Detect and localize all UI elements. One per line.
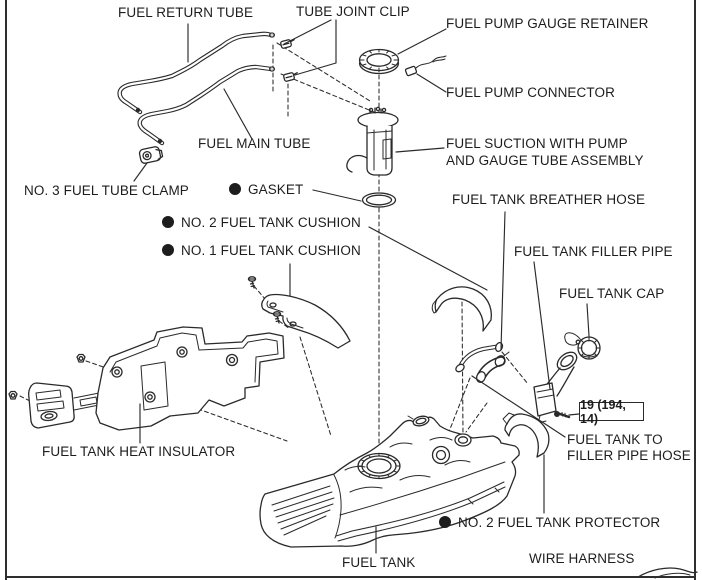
label-fuel-tank-to-filler-pipe-hose: FUEL TANK TO FILLER PIPE HOSE: [567, 432, 691, 463]
page-border-bottom: [5, 576, 696, 578]
label-no2-fuel-tank-protector: NO. 2 FUEL TANK PROTECTOR: [439, 515, 660, 532]
leader-lines: [133, 19, 590, 554]
fuel-pump-connector-drawing: [404, 55, 447, 77]
fuel-tank-filler-pipe-drawing: [533, 351, 578, 424]
fuel-tank-to-filler-pipe-hose-drawing: [475, 351, 510, 383]
label-fuel-tank-filler-pipe: FUEL TANK FILLER PIPE: [514, 244, 673, 259]
fuel-pump-assembly-drawing: [346, 106, 399, 176]
page-border-right: [694, 0, 696, 580]
label-fuel-main-tube: FUEL MAIN TUBE: [198, 136, 311, 151]
no2-fuel-tank-cushion-drawing: [431, 286, 492, 332]
bullet-marker-icon: [439, 516, 451, 528]
bullet-marker-icon: [162, 216, 174, 228]
label-fuel-pump-gauge-retainer: FUEL PUMP GAUGE RETAINER: [446, 16, 649, 31]
label-wire-harness: WIRE HARNESS: [529, 551, 635, 566]
page-border-left: [5, 0, 7, 580]
nut-icon: [76, 353, 86, 363]
label-fuel-tank-heat-insulator: FUEL TANK HEAT INSULATOR: [42, 444, 236, 459]
label-fuel-pump-connector: FUEL PUMP CONNECTOR: [446, 85, 615, 100]
bolt-icon: [554, 411, 571, 419]
bullet-marker-icon: [162, 244, 174, 256]
label-fuel-return-tube: FUEL RETURN TUBE: [118, 5, 254, 20]
label-fuel-tank-cap: FUEL TANK CAP: [559, 286, 665, 301]
gasket-drawing: [361, 192, 397, 208]
label-gasket: GASKET: [229, 182, 303, 199]
fuel-tank-cap-drawing: [564, 332, 601, 360]
label-no3-fuel-tube-clamp: NO. 3 FUEL TUBE CLAMP: [24, 183, 189, 198]
label-fuel-tank-breather-hose: FUEL TANK BREATHER HOSE: [452, 192, 646, 207]
no1-fuel-tank-cushion-drawing: [247, 276, 351, 349]
fuel-pump-gauge-retainer-drawing: [358, 48, 400, 75]
nut-icon: [8, 390, 18, 400]
no3-fuel-tube-clamp-drawing: [138, 146, 164, 164]
screw-icon: [247, 276, 257, 289]
fuel-return-tube-drawing: [117, 31, 275, 115]
fuel-tank-breather-hose-drawing: [455, 341, 504, 373]
fuel-tank-heat-insulator-drawing: [8, 326, 285, 431]
label-tube-joint-clip: TUBE JOINT CLIP: [296, 4, 410, 19]
torque-spec-box: 19 (194, 14): [579, 398, 644, 426]
tube-joint-clip-drawing: [280, 39, 298, 82]
label-fuel-tank: FUEL TANK: [342, 555, 416, 570]
label-fuel-suction-assembly: FUEL SUCTION WITH PUMP AND GAUGE TUBE AS…: [446, 136, 644, 168]
label-no1-fuel-tank-cushion: NO. 1 FUEL TANK CUSHION: [162, 243, 361, 260]
screw-icon: [272, 311, 282, 324]
no2-fuel-tank-protector-drawing: [502, 412, 550, 458]
fuel-main-tube-drawing: [137, 64, 275, 146]
label-no2-fuel-tank-cushion: NO. 2 FUEL TANK CUSHION: [162, 215, 361, 232]
bullet-marker-icon: [229, 183, 241, 195]
fuel-tank-drawing: [259, 415, 520, 548]
